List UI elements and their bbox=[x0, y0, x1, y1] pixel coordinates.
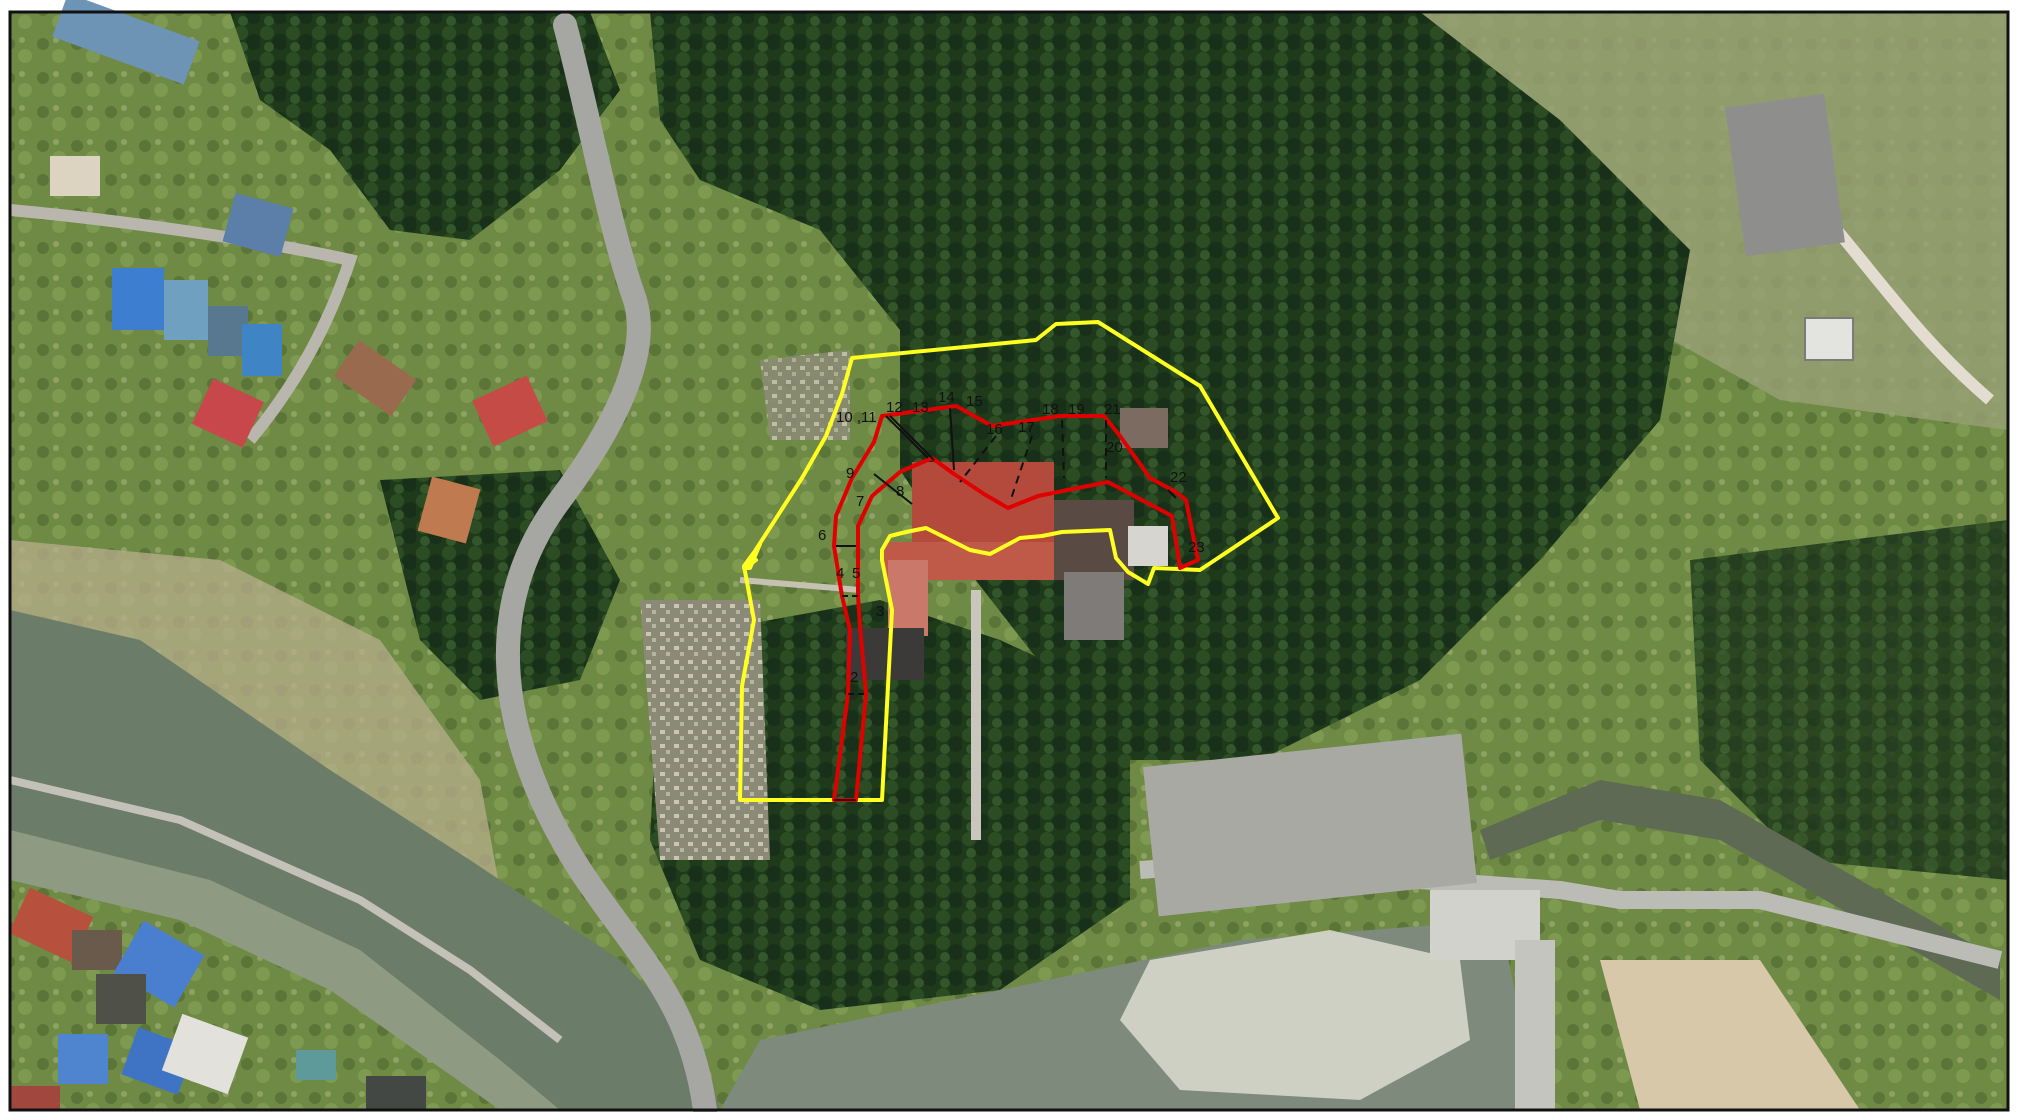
northwest-forest bbox=[230, 12, 620, 240]
northeast-building bbox=[1804, 317, 1854, 361]
village-road bbox=[9, 204, 358, 444]
pond-reflection bbox=[1120, 930, 1470, 1100]
dam-structure bbox=[1515, 940, 1555, 1110]
northeast-field bbox=[1420, 12, 2008, 430]
point-label: 12 bbox=[886, 399, 903, 416]
south-forest bbox=[650, 600, 1130, 1010]
cemetery-north bbox=[760, 350, 850, 440]
cemetery bbox=[640, 600, 770, 860]
point-label: 3 bbox=[876, 603, 884, 620]
east-forest bbox=[1690, 520, 2008, 880]
parking-lot bbox=[1143, 733, 1477, 917]
point-label: 20 bbox=[1106, 439, 1123, 456]
point-label: 15 bbox=[966, 393, 983, 410]
tennis-court bbox=[1725, 93, 1845, 257]
point-label: 19 bbox=[1068, 401, 1085, 418]
dry-basin bbox=[1600, 960, 1860, 1110]
village-buildings-southwest bbox=[8, 887, 426, 1110]
point-label: 18 bbox=[1042, 401, 1059, 418]
point-label: 4 bbox=[836, 565, 844, 582]
map-frame bbox=[8, 10, 2010, 1112]
inner-boundary-red bbox=[832, 404, 1200, 802]
village-buildings-northwest bbox=[50, 0, 548, 544]
winding-road bbox=[496, 13, 717, 1112]
temple-complex bbox=[846, 408, 1168, 680]
point-label: 5 bbox=[852, 565, 860, 582]
point-label: 13 bbox=[912, 399, 929, 416]
point-label: 16 bbox=[986, 421, 1003, 438]
central-forest bbox=[650, 12, 1690, 760]
point-label: 21 bbox=[1104, 401, 1121, 418]
point-labels: 10 ,11 12 13 14 15 16 17 18 19 21 20 22 … bbox=[818, 389, 1205, 686]
point-label: 8 bbox=[896, 483, 904, 500]
point-label: 6 bbox=[818, 527, 826, 544]
point-label: 2 bbox=[850, 669, 858, 686]
section-lines bbox=[834, 407, 1177, 801]
point-label: 10 ,11 bbox=[836, 409, 877, 426]
river bbox=[10, 610, 720, 1110]
point-label: 23 bbox=[1188, 539, 1205, 556]
point-label: 14 bbox=[938, 389, 955, 406]
point-label: 22 bbox=[1170, 469, 1187, 486]
point-label: 9 bbox=[846, 465, 854, 482]
east-channel bbox=[1480, 780, 2000, 1000]
river-bank bbox=[10, 830, 560, 1110]
riverside-road bbox=[9, 776, 563, 1044]
point-label: 17 bbox=[1018, 419, 1035, 436]
outer-boundary-yellow bbox=[738, 320, 1280, 802]
point-label: 7 bbox=[856, 493, 864, 510]
